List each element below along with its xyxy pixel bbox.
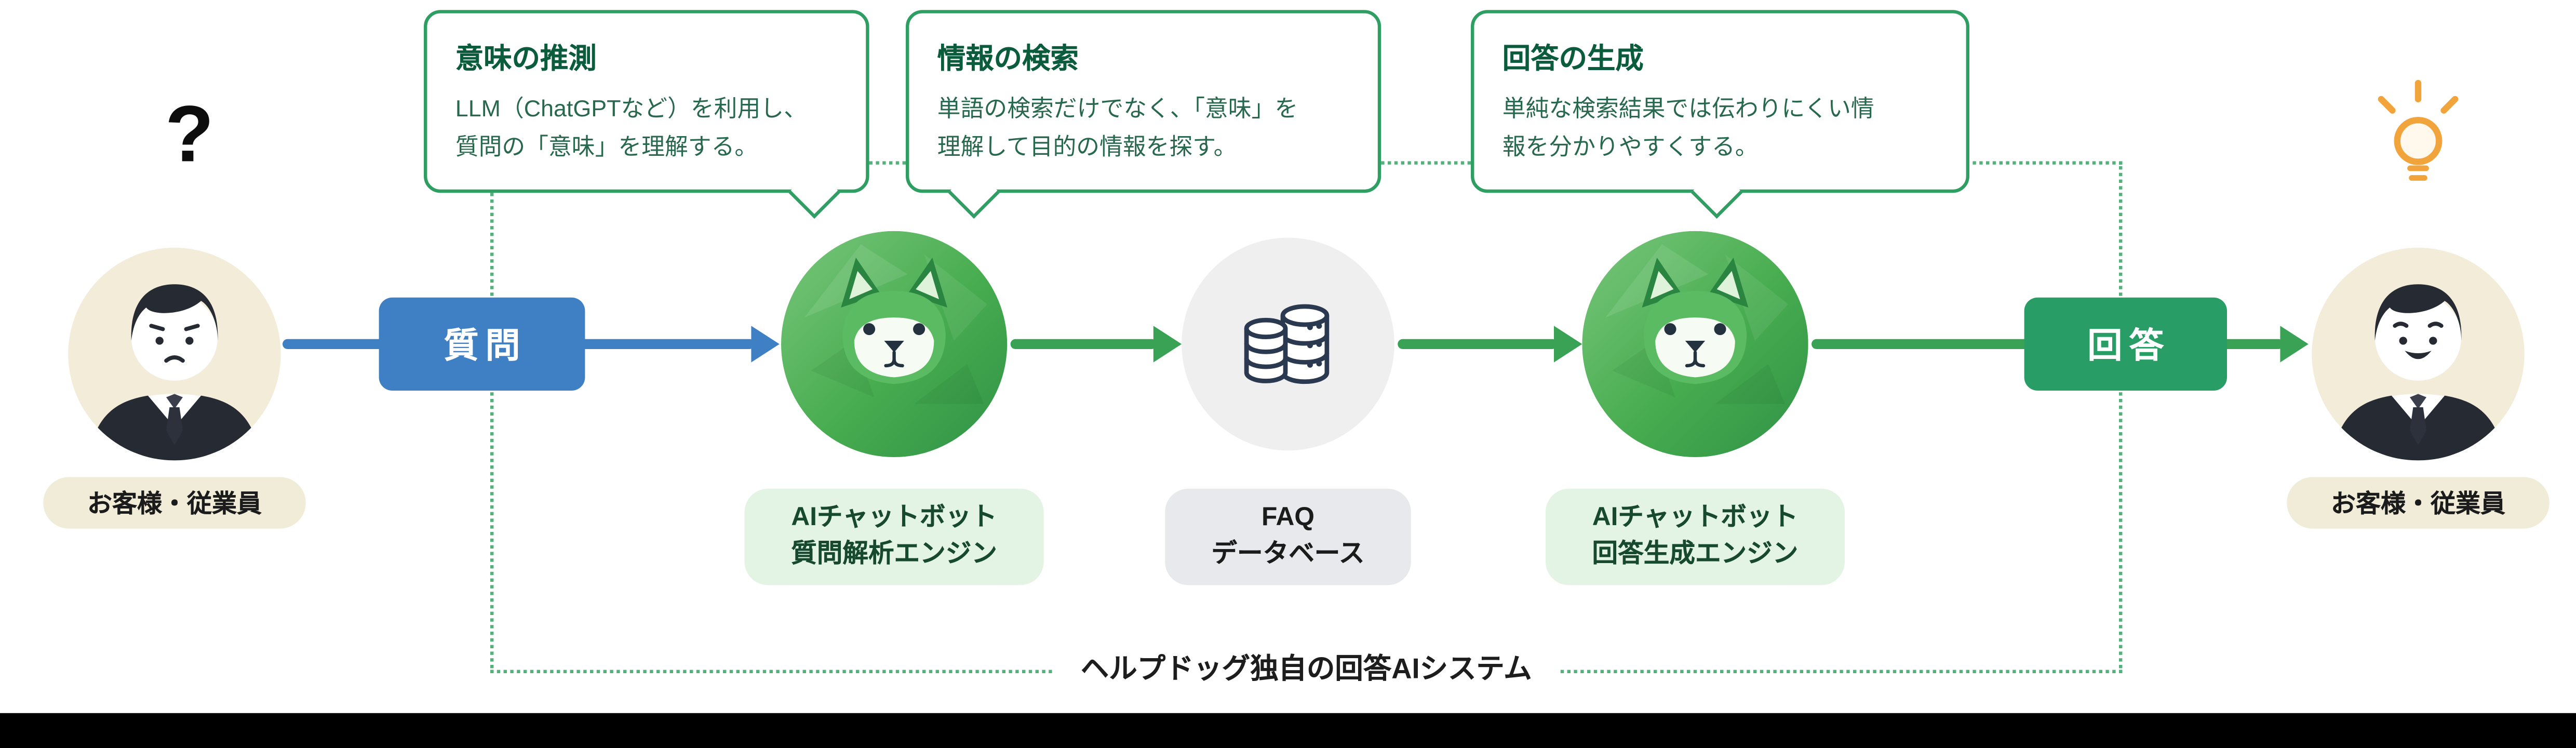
callout-body: 単語の検索だけでなく、「意味」を 理解して目的の情報を探す。 (937, 90, 1350, 165)
faq-label-line1: FAQ (1262, 503, 1314, 532)
engine1-to-faq-arrow-head (1153, 326, 1182, 363)
question-mark: ? (165, 91, 214, 180)
callout-answer-generation: 回答の生成 単純な検索結果では伝わりにくい情 報を分かりやすくする。 (1471, 10, 1969, 219)
left-person-label: お客様・従業員 (43, 477, 306, 529)
person-happy-icon (2312, 247, 2525, 461)
callout-body-line: LLM（ChatGPTなど）を利用し、 (455, 95, 807, 122)
callout-body-line: 報を分かりやすくする。 (1502, 132, 1759, 159)
callout-body: 単純な検索結果では伝わりにくい情 報を分かりやすくする。 (1502, 90, 1938, 165)
person-worried-icon (68, 247, 281, 461)
bottom-black-bar (0, 713, 2576, 748)
callout-title: 回答の生成 (1502, 43, 1644, 75)
left-person-avatar (68, 247, 281, 461)
callout-body-line: 理解して目的の情報を探す。 (937, 132, 1237, 159)
faq-label-line2: データベース (1211, 540, 1365, 569)
callout-body-line: 単語の検索だけでなく、「意味」を (937, 95, 1298, 122)
question-badge: 質問 (379, 297, 585, 391)
callout-information-search: 情報の検索 単語の検索だけでなく、「意味」を 理解して目的の情報を探す。 (906, 10, 1381, 219)
question-arrow-head (751, 326, 780, 363)
faq-to-engine2-arrow-head (1554, 326, 1582, 363)
answer-arrow-head (2280, 326, 2309, 363)
engine2-label: AIチャットボット 回答生成エンジン (1546, 488, 1845, 585)
engine1-label: AIチャットボット 質問解析エンジン (744, 488, 1044, 585)
ai-system-label: ヘルプドッグ独自の回答AIシステム (1054, 653, 1559, 687)
callout-title: 情報の検索 (937, 43, 1079, 75)
engine1-mascot-circle (781, 231, 1008, 457)
callout-body-line: 質問の「意味」を理解する。 (455, 132, 758, 159)
engine2-label-line1: AIチャットボット (1592, 503, 1799, 532)
database-icon (1244, 304, 1330, 384)
engine2-mascot-circle (1582, 231, 1808, 457)
callout-title: 意味の推測 (455, 43, 597, 75)
engine2-label-line2: 回答生成エンジン (1592, 540, 1799, 569)
faq-label: FAQ データベース (1165, 488, 1411, 585)
right-person-avatar (2312, 247, 2525, 461)
callout-meaning-inference: 意味の推測 LLM（ChatGPTなど）を利用し、 質問の「意味」を理解する。 (424, 10, 869, 219)
helpdog-mascot-icon (781, 231, 1008, 457)
right-person-label: お客様・従業員 (2287, 477, 2550, 529)
faq-database-circle (1182, 237, 1394, 451)
lightbulb-icon (2370, 76, 2466, 194)
answer-badge: 回答 (2024, 297, 2227, 391)
engine1-label-line2: 質問解析エンジン (791, 540, 997, 569)
callout-body-line: 単純な検索結果では伝わりにくい情 (1502, 95, 1874, 122)
helpdog-mascot-icon (1582, 231, 1808, 457)
callout-body: LLM（ChatGPTなど）を利用し、 質問の「意味」を理解する。 (455, 90, 838, 165)
ai-system-label-wrap: ヘルプドッグ独自の回答AIシステム (490, 653, 2122, 687)
engine1-label-line1: AIチャットボット (791, 503, 997, 532)
engine1-to-faq-arrow-line (1010, 339, 1157, 349)
faq-to-engine2-arrow-line (1398, 339, 1558, 349)
